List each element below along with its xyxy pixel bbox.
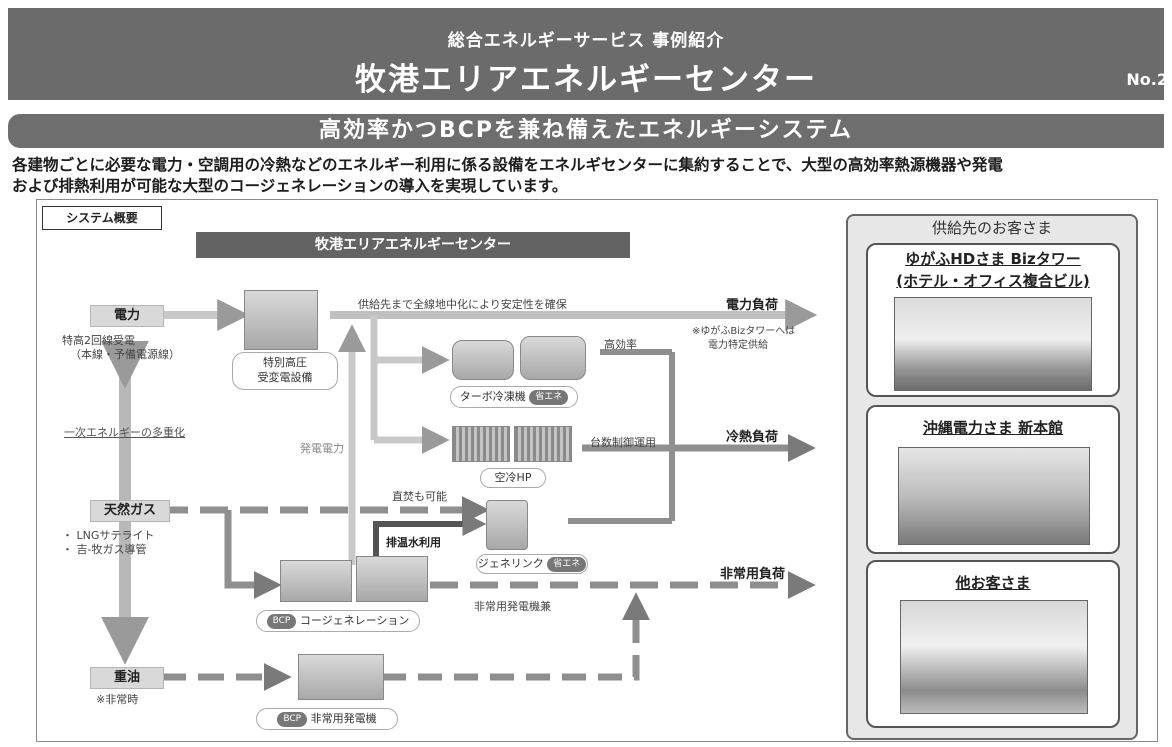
system-overview-label: システム概要 [42, 206, 162, 230]
air-hp-image-1 [452, 426, 510, 462]
system-diagram-frame [36, 199, 1158, 742]
exhaust-heat-label: 排温水利用 [386, 536, 441, 549]
air-hp-caption: 空冷HP [480, 468, 546, 488]
emergency-load-label: 非常用負荷 [720, 567, 786, 582]
customer-name-others: 他お客さま [955, 574, 1031, 592]
air-hp-image-2 [514, 426, 572, 462]
header-subtitle: 総合エネルギーサービス 事例紹介 [447, 31, 725, 51]
biztower-photo [894, 297, 1092, 391]
customers-title: 供給先のお客さま [931, 219, 1052, 237]
genelink-image [486, 500, 528, 550]
page-number: No.2 [1126, 70, 1168, 89]
substation-image [244, 290, 318, 350]
customer-name-okiden: 沖縄電力さま 新本館 [922, 419, 1064, 437]
biz-note-1: ※ゆがふBizタワーへは [692, 326, 796, 337]
cogen-image-2 [356, 556, 428, 602]
cogen-caption: BCP コージェネレーション [256, 610, 420, 632]
eco-badge-turbo: 省エネ [529, 389, 569, 405]
power-load-label: 電力負荷 [726, 298, 779, 313]
power-note-2: （本線・予備電源線） [70, 348, 180, 361]
turbo-label: ターボ冷凍機 [459, 390, 526, 403]
emergency-gen-image [298, 654, 384, 700]
bcp-badge-emergency: BCP [277, 711, 308, 727]
cogen-label: コージェネレーション [299, 614, 410, 627]
energy-center-title: 牧港エリアエネルギーセンター [196, 232, 630, 258]
eco-badge-genelink: 省エネ [547, 556, 587, 572]
gen-power-label: 発電電力 [300, 442, 344, 455]
turbo-chiller-image-1 [452, 340, 514, 380]
genelink-caption: ジェネリンク 省エネ [476, 554, 588, 574]
description-line-2: および排熱利用が可能な大型のコージェネレーションの導入を実現しています。 [12, 177, 568, 195]
oil-note: ※非常時 [96, 693, 139, 706]
source-oil: 重油 [90, 667, 164, 689]
emergency-gen-label: 非常用発電機 [310, 712, 377, 725]
gas-note-2: ・ 吉-牧ガス導管 [62, 543, 147, 556]
turbo-caption: ターボ冷凍機 省エネ [450, 386, 578, 408]
customer-card-others: 他お客さま [866, 560, 1120, 728]
others-photo [900, 600, 1088, 714]
biz-note-2: 電力特定供給 [708, 340, 768, 351]
cooling-load-label: 冷熱負荷 [726, 430, 779, 445]
diversify-label: 一次エネルギーの多重化 [64, 426, 185, 439]
high-eff-label: 高効率 [604, 338, 637, 351]
description: 各建物ごとに必要な電力・空調用の冷熱などのエネルギー利用に係る設備をエネルギセン… [12, 155, 1167, 197]
power-note-1: 特高2回線受電 [62, 334, 135, 347]
bcp-badge-cogen: BCP [266, 613, 297, 629]
substation-caption-line2: 受変電設備 [257, 371, 313, 384]
supply-safety-label: 供給先まで全線地中化により安定性を確保 [358, 298, 567, 311]
page-title: 牧港エリアエネルギーセンター [355, 62, 817, 98]
substation-caption: 特別高圧 受変電設備 [232, 352, 338, 390]
customer-card-biztower: ゆがふHDさま Bizタワー (ホテル・オフィス複合ビル) [866, 243, 1120, 397]
unit-control-label: 台数制御運用 [590, 436, 656, 449]
customer-name-biztower: ゆがふHDさま Bizタワー [905, 250, 1081, 268]
emergency-gen-up [382, 592, 650, 681]
customer-card-okiden: 沖縄電力さま 新本館 [866, 405, 1120, 554]
gas-to-cogen [224, 510, 282, 599]
source-gas: 天然ガス [90, 500, 170, 522]
header-bar: 総合エネルギーサービス 事例紹介 牧港エリアエネルギーセンター [8, 8, 1164, 100]
cogen-image-1 [280, 560, 352, 602]
emergency-gen-caption: BCP 非常用発電機 [256, 708, 398, 730]
substation-caption-line1: 特別高圧 [263, 356, 307, 369]
emergency-gen-note: 非常用発電機兼 [474, 600, 551, 613]
customer-subname-biztower: (ホテル・オフィス複合ビル) [896, 272, 1090, 290]
description-line-1: 各建物ごとに必要な電力・空調用の冷熱などのエネルギー利用に係る設備をエネルギセン… [12, 156, 1003, 174]
source-power: 電力 [90, 305, 164, 327]
direct-fire-label: 直焚も可能 [392, 490, 447, 503]
section-banner: 高効率かつBCPを兼ね備えたエネルギーシステム [8, 114, 1164, 148]
gas-note-1: ・ LNGサテライト [62, 529, 155, 542]
genelink-label: ジェネリンク [477, 557, 544, 570]
exhaust-heat-arrow [373, 512, 487, 560]
okiden-photo [898, 447, 1090, 545]
turbo-chiller-image-2 [520, 336, 586, 380]
